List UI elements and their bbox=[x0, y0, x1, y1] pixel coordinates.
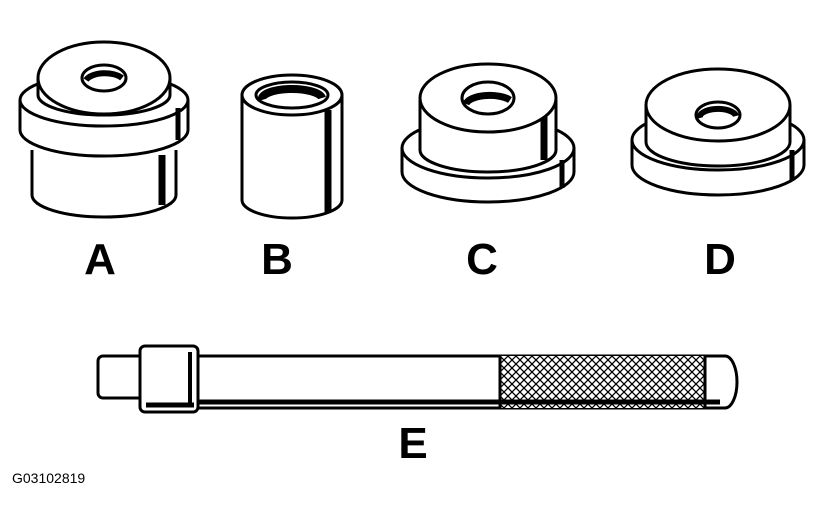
flanged-driver-icon bbox=[400, 62, 576, 204]
part-label-e: E bbox=[398, 419, 428, 468]
part-label-a: A bbox=[84, 235, 116, 284]
part-label-d: D bbox=[704, 235, 736, 284]
stepped-bushing-driver-icon bbox=[18, 40, 190, 219]
flanged-receiver-icon bbox=[630, 67, 806, 197]
part-label-c: C bbox=[466, 235, 498, 284]
figure-id-label: G03102819 bbox=[12, 470, 86, 486]
part-label-b: B bbox=[261, 235, 293, 284]
knurled-handle-icon bbox=[96, 344, 739, 414]
sleeve-bushing-icon bbox=[240, 73, 344, 220]
